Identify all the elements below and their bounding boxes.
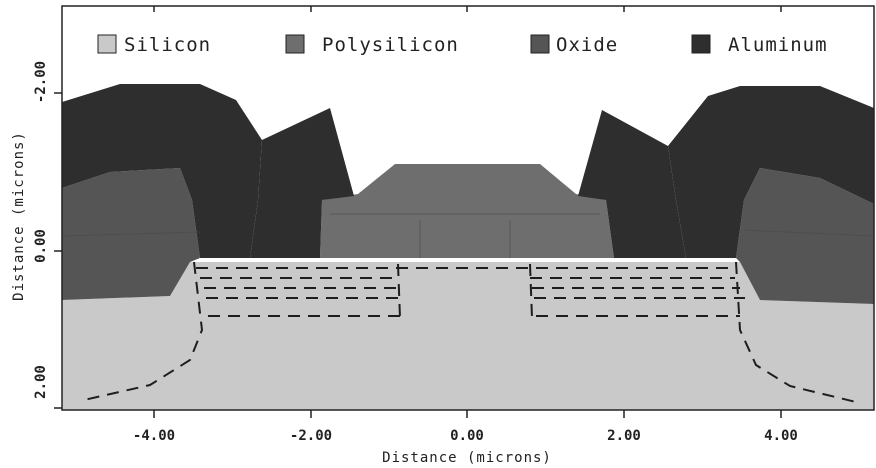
y-tick-label: -2.00 [33,61,49,103]
aluminum-region-right-outer [668,86,874,258]
legend-swatch-oxide [530,34,550,54]
oxide-region-right [736,168,874,304]
x-tick-label: -2.00 [290,428,332,444]
legend-swatch-polysilicon [285,34,305,54]
aluminum-region-right-inner [578,110,686,258]
aluminum-region-left-inner [250,108,354,258]
x-tick-label: 4.00 [764,428,798,444]
legend-label-polysilicon: Polysilicon [322,34,459,56]
legend-swatch-silicon [97,34,117,54]
layer-texture-lines [61,213,875,258]
aluminum-region-left-outer [62,84,262,258]
plot-frame [61,5,875,411]
x-axis-title: Distance (microns) [382,450,552,466]
legend: Silicon Polysilicon Oxide Aluminum [97,34,828,56]
x-tick-label: 0.00 [450,428,484,444]
legend-swatch-aluminum [691,34,711,54]
x-tick-label: 2.00 [607,428,641,444]
silicon-region [62,262,874,410]
y-axis-title: Distance (microns) [11,131,27,301]
x-axis-ticks [153,6,782,418]
y-axis-ticks [54,92,62,409]
x-tick-label: -4.00 [133,428,175,444]
doping-contour-lines [83,261,857,403]
polysilicon-region [320,164,614,258]
y-tick-label: 2.00 [33,365,49,399]
legend-label-silicon: Silicon [124,34,211,56]
y-tick-label: 0.00 [33,229,49,263]
legend-label-oxide: Oxide [556,34,618,56]
legend-label-aluminum: Aluminum [728,34,828,56]
